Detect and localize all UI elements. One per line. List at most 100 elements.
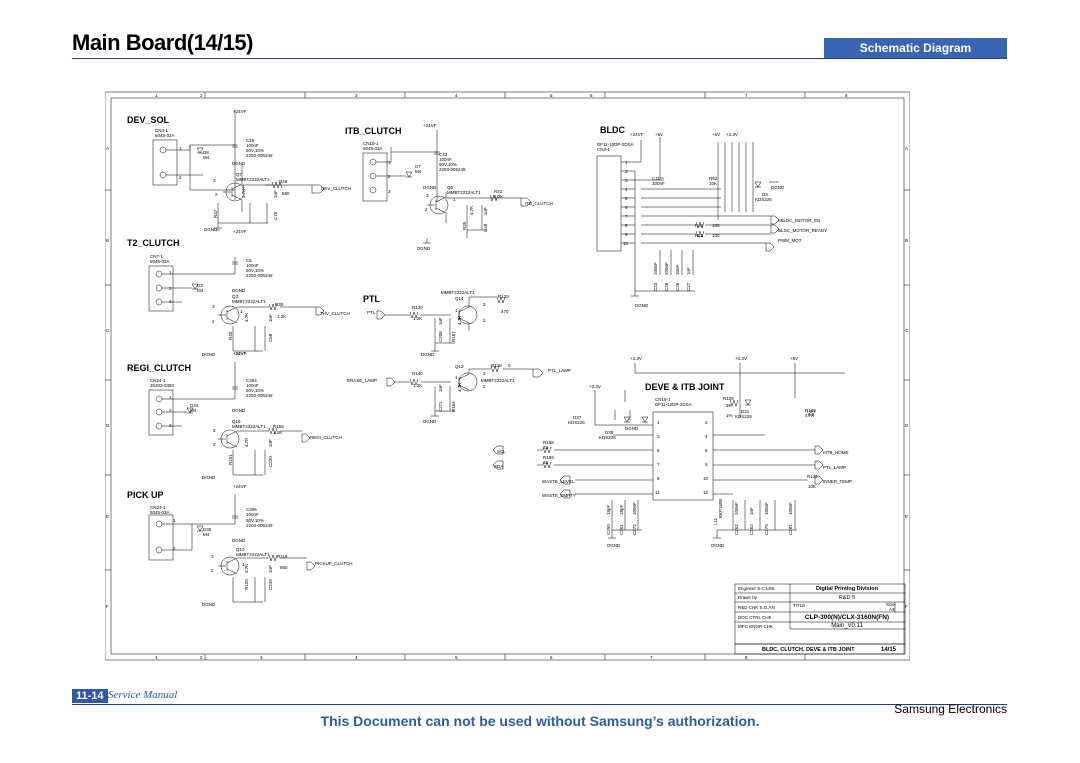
svg-text:8: 8 bbox=[705, 462, 708, 467]
cap-rating: 50V,10% bbox=[439, 162, 457, 167]
diode-ref: D34 bbox=[190, 403, 199, 408]
resistor-value: 4.7K bbox=[457, 383, 462, 392]
ground-label: DGND bbox=[635, 303, 649, 308]
cap-rating: 50V,10% bbox=[246, 148, 264, 153]
diode-ref: D31 bbox=[741, 409, 750, 414]
company-name: Samsung Electronics bbox=[894, 702, 1007, 716]
resistor-value: 4.7K bbox=[244, 313, 249, 322]
transistor-ref: Q14 bbox=[455, 296, 464, 301]
net-label: PTL_LAMP bbox=[548, 368, 571, 373]
ground-label: DGND bbox=[202, 475, 216, 480]
svg-text:3: 3 bbox=[426, 193, 429, 198]
resistor-ref: R129 bbox=[498, 294, 509, 299]
svg-text:12: 12 bbox=[703, 490, 709, 495]
title-block: Engineer S.C.LEE Drawn by R&D CHK S.G.AN… bbox=[734, 583, 906, 655]
power-label: +24VF bbox=[233, 229, 247, 234]
resistor-ref: R21 bbox=[695, 223, 704, 228]
resistor-ref: R46 bbox=[279, 179, 288, 184]
ground-label: DGND bbox=[202, 352, 216, 357]
page-number: 11-14 bbox=[72, 689, 108, 703]
cap-ref: C251 bbox=[619, 524, 624, 535]
resistor-ref: R120 bbox=[244, 579, 249, 590]
transistor-ref: Q16 bbox=[232, 419, 241, 424]
diode-ref: D37 bbox=[573, 415, 582, 420]
resistor-ref: R42 bbox=[494, 189, 503, 194]
cap-ref: C279 bbox=[764, 524, 769, 535]
drawn-by-field: Drawn by bbox=[738, 595, 758, 600]
cap-value: 100nF bbox=[246, 263, 259, 268]
cap-ref: C281 bbox=[788, 524, 793, 535]
resistor-ref: R126 bbox=[723, 396, 734, 401]
cap-ref: C220 bbox=[268, 456, 273, 467]
power-label: +24VF bbox=[233, 351, 247, 356]
cap-value: 100nF bbox=[653, 262, 658, 275]
svg-text:10: 10 bbox=[703, 476, 709, 481]
sheet-title: BLDC, CLUTCH, DEVE & ITB JOINT bbox=[762, 647, 855, 653]
resistor-value: 560 bbox=[282, 191, 290, 196]
resistor-value: 4.7K bbox=[244, 438, 249, 447]
resistor-ref: R122 bbox=[807, 474, 818, 479]
transistor-ref: Q13 bbox=[455, 364, 464, 369]
svg-text:1: 1 bbox=[453, 197, 456, 202]
ground-label: DGND bbox=[711, 543, 725, 548]
inductor-ref: L11 bbox=[713, 517, 718, 525]
ground-label: DGND bbox=[202, 602, 216, 607]
resistor-value: 100 bbox=[712, 223, 720, 228]
connector-ref: CN10-1 bbox=[363, 141, 379, 146]
svg-text:3: 3 bbox=[213, 178, 216, 183]
net-label: SCL bbox=[497, 449, 506, 454]
schematic-diagram: 1 2 3 4 5 6 7 8 A B C D E F A B C D E F … bbox=[105, 91, 910, 661]
net-label: PICKUP_CLUTCH bbox=[315, 561, 353, 566]
cap-value: 100nF bbox=[788, 502, 793, 515]
resistor-ref: R130 bbox=[412, 305, 423, 310]
cap-value: 1nF bbox=[268, 439, 273, 447]
transistor-ref: Q10 bbox=[236, 547, 245, 552]
resistor-ref: R140 bbox=[412, 371, 423, 376]
resistor-value: 10K bbox=[709, 181, 717, 186]
svg-text:3: 3 bbox=[483, 302, 486, 307]
section-badge: Schematic Diagram bbox=[824, 38, 1007, 58]
row-label: B bbox=[106, 238, 109, 243]
diode-part: KDS226 bbox=[735, 414, 752, 419]
power-label: +24VF bbox=[423, 123, 437, 128]
transistor-ref: Q7 bbox=[236, 172, 243, 177]
col-label: 3 bbox=[355, 93, 358, 98]
power-label: +24VF bbox=[233, 109, 247, 114]
transistor-ref: Q3 bbox=[232, 294, 239, 299]
header-divider bbox=[72, 58, 1007, 59]
dept-name: R&D 5 bbox=[839, 595, 855, 601]
ground-label: DGND bbox=[232, 288, 246, 293]
section-title-regi-clutch: REGI_CLUTCH bbox=[127, 363, 191, 373]
row-label: C bbox=[106, 328, 110, 333]
connector-part: DF11-12DP-2DSA bbox=[655, 402, 692, 407]
net-label: PWM_MOT bbox=[778, 238, 802, 243]
resistor-value: 560 bbox=[280, 565, 288, 570]
net-label: nBLDC_MOTOR_EN bbox=[778, 218, 820, 223]
cap-ref: C271 bbox=[438, 401, 443, 412]
svg-text:2: 2 bbox=[179, 175, 182, 180]
resistor-value: 470 bbox=[501, 309, 509, 314]
resistor-ref: R22 bbox=[695, 233, 704, 238]
cap-ref: C262 bbox=[734, 524, 739, 535]
col-label: 6 bbox=[590, 93, 593, 98]
resistor-value: 4.7K bbox=[244, 564, 249, 573]
cap-ref: C305 bbox=[246, 507, 257, 512]
pick-up-circuit: PICK UP +24VF CN23-1 5045-03A C305 100nF… bbox=[127, 484, 353, 607]
resistor-value: 1.2K bbox=[413, 316, 422, 321]
net-label: DEV_CLUTCH bbox=[321, 186, 351, 191]
footer-divider bbox=[72, 704, 1007, 705]
diode-ref: D8 bbox=[203, 150, 209, 155]
cap-value: 100nF bbox=[664, 262, 669, 275]
resistor-ref: R62 bbox=[709, 176, 718, 181]
col-label: 7 bbox=[650, 655, 653, 660]
cap-ref: C76 bbox=[273, 211, 278, 220]
power-label: +3.3V bbox=[630, 356, 642, 361]
connector-part: DF11-10DP-2DSA bbox=[597, 142, 634, 147]
svg-text:1: 1 bbox=[173, 518, 176, 523]
svg-text:1: 1 bbox=[169, 270, 172, 275]
row-label: A bbox=[905, 146, 908, 151]
svg-text:8: 8 bbox=[625, 223, 628, 228]
cap-value: 18pF bbox=[606, 504, 611, 515]
resistor-value: 10K bbox=[808, 484, 816, 489]
net-label: ITB_CLUTCH bbox=[525, 201, 553, 206]
